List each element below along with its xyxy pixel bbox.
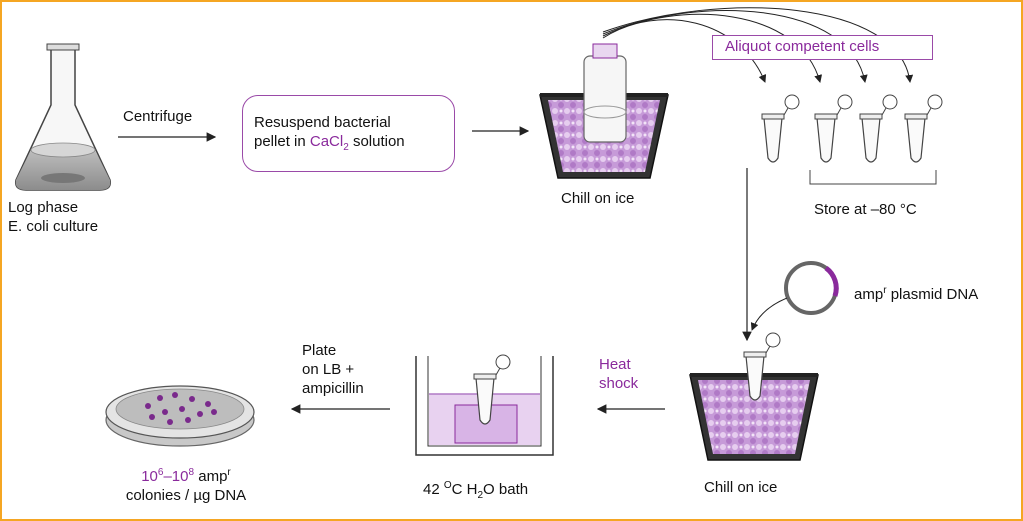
microtube-icon bbox=[859, 94, 898, 163]
colonies-sup2: 8 bbox=[188, 467, 195, 478]
plasmid-label-post: plasmid DNA bbox=[886, 286, 979, 303]
cacl2-subscript: 2 bbox=[343, 142, 349, 153]
colonies-line2: colonies / µg DNA bbox=[125, 487, 247, 504]
colonies-line1: 106–108 ampr bbox=[106, 463, 266, 486]
ice-bucket-icon bbox=[689, 373, 819, 461]
colonies-b: –10 bbox=[163, 468, 189, 485]
plasmid-label: ampr plasmid DNA bbox=[854, 281, 978, 304]
chill-on-ice-label-1: Chill on ice bbox=[561, 190, 635, 207]
colonies-a: 10 bbox=[141, 468, 158, 485]
plate-line3: ampicillin bbox=[302, 380, 364, 397]
bath-label-pre: 42 bbox=[423, 481, 444, 498]
microtube-icon bbox=[814, 94, 853, 163]
bath-label-mid: C H bbox=[451, 481, 478, 498]
colonies-label: 106–108 ampr colonies / µg DNA bbox=[106, 463, 266, 505]
chill-on-ice-label-2: Chill on ice bbox=[704, 479, 778, 496]
plasmid-label-sup: r bbox=[883, 285, 887, 296]
colonies-sup3: r bbox=[227, 467, 231, 478]
storage-bracket bbox=[809, 170, 937, 185]
resuspend-line2-post: solution bbox=[348, 133, 405, 150]
centrifuge-label: Centrifuge bbox=[123, 108, 193, 125]
colonies-c: amp bbox=[194, 468, 228, 485]
microtube-icon bbox=[743, 332, 781, 401]
resuspend-line2-pre: pellet in bbox=[254, 133, 310, 150]
flask-caption-line1: Log phase bbox=[8, 199, 79, 216]
bath-label: 42 OC H2O bath bbox=[423, 476, 528, 505]
plate-label: Plate on LB + ampicillin bbox=[302, 341, 364, 398]
cacl2-label: CaCl2 bbox=[309, 133, 349, 153]
bottle-icon bbox=[583, 43, 627, 143]
bath-label-post: O bath bbox=[483, 481, 529, 498]
store-label: Store at –80 °C bbox=[814, 201, 917, 218]
plate-line2: on LB + bbox=[302, 361, 355, 378]
erlenmeyer-flask-icon bbox=[14, 43, 112, 191]
cacl2-base: CaCl bbox=[309, 133, 344, 150]
microtube-icon bbox=[761, 94, 800, 163]
plasmid-label-pre: amp bbox=[854, 286, 884, 303]
heat-shock-line2: shock bbox=[599, 375, 639, 392]
resuspend-line1: Resuspend bacterial bbox=[254, 114, 391, 131]
bath-subscript: 2 bbox=[477, 490, 484, 501]
flask-caption: Log phase E. coli culture bbox=[8, 198, 98, 236]
plasmid-icon bbox=[784, 261, 839, 315]
resuspend-line2: pellet in CaCl2 solution bbox=[254, 132, 405, 157]
resuspend-box bbox=[242, 95, 455, 172]
heat-shock-label: Heat shock bbox=[599, 355, 638, 393]
aliquot-label: Aliquot competent cells bbox=[725, 38, 880, 55]
flask-caption-line2: E. coli culture bbox=[8, 218, 99, 235]
microtube-icon bbox=[473, 354, 511, 425]
aliquot-box bbox=[712, 35, 933, 60]
resuspend-text: Resuspend bacterial pellet in CaCl2 solu… bbox=[254, 113, 405, 157]
arrow-plasmid bbox=[750, 297, 788, 331]
petri-dish-icon bbox=[105, 385, 255, 447]
bath-degree: O bbox=[443, 480, 452, 491]
microtube-icon bbox=[904, 94, 943, 163]
plate-line1: Plate bbox=[302, 342, 337, 359]
colonies-sup1: 6 bbox=[157, 467, 164, 478]
heat-shock-line1: Heat bbox=[599, 356, 631, 373]
